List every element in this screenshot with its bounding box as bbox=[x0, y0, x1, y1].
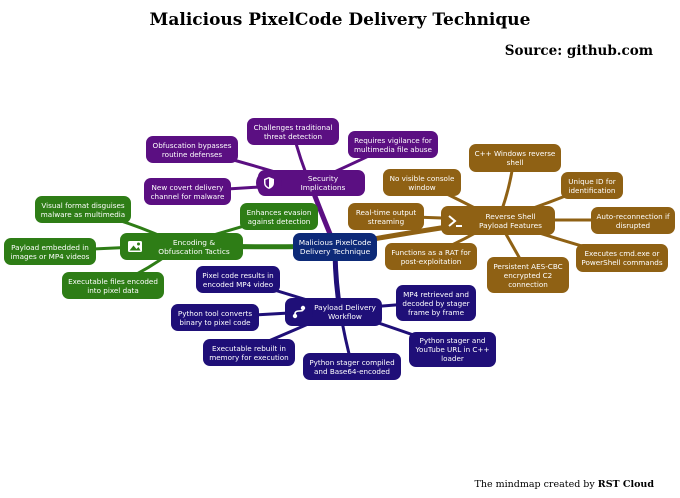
payload-child[interactable]: Pixel code results in encoded MP4 video bbox=[196, 266, 280, 293]
payload-child[interactable]: Executable rebuilt in memory for executi… bbox=[203, 339, 295, 366]
reverse-shell-child[interactable]: C++ Windows reverse shell bbox=[469, 144, 561, 172]
page-title: Malicious PixelCode Delivery Technique bbox=[149, 10, 531, 30]
payload-child[interactable]: Python stager compiled and Base64-encode… bbox=[303, 353, 401, 380]
payload-child[interactable]: Python stager and YouTube URL in C++ loa… bbox=[409, 332, 496, 367]
reverse-shell-child[interactable]: Functions as a RAT for post-exploitation bbox=[385, 243, 477, 270]
reverse-shell-child[interactable]: Real-time output streaming bbox=[348, 203, 424, 230]
shield-icon bbox=[256, 170, 282, 196]
security-child[interactable]: New covert delivery channel for malware bbox=[144, 178, 231, 205]
reverse-shell-child[interactable]: Persistent AES-CBC encrypted C2 connecti… bbox=[487, 257, 569, 293]
image-icon bbox=[121, 233, 149, 260]
reverse-shell-child[interactable]: Unique ID for identification bbox=[561, 172, 623, 199]
encoding-child[interactable]: Enhances evasion against detection bbox=[240, 203, 318, 230]
footer-credit: The mindmap created by RST Cloud bbox=[475, 479, 655, 490]
terminal-icon bbox=[441, 206, 469, 235]
payload-child[interactable]: MP4 retrieved and decoded by stager fram… bbox=[396, 285, 476, 321]
encoding-child[interactable]: Visual format disguises malware as multi… bbox=[35, 196, 131, 223]
reverse-shell-child[interactable]: Executes cmd.exe or PowerShell commands bbox=[576, 244, 668, 272]
reverse-shell-child[interactable]: No visible console window bbox=[383, 169, 461, 196]
encoding-child[interactable]: Payload embedded in images or MP4 videos bbox=[4, 238, 96, 265]
workflow-icon bbox=[285, 298, 313, 326]
security-child[interactable]: Requires vigilance for multimedia file a… bbox=[348, 131, 438, 158]
security-child[interactable]: Challenges traditional threat detection bbox=[247, 118, 339, 145]
footer-prefix: The mindmap created by bbox=[474, 479, 595, 490]
encoding-child[interactable]: Executable files encoded into pixel data bbox=[62, 272, 164, 299]
reverse-shell-child[interactable]: Auto-reconnection if disrupted bbox=[591, 207, 675, 234]
source-label: Source: github.com bbox=[504, 43, 653, 59]
center-node[interactable]: Malicious PixelCode Delivery Technique bbox=[293, 233, 377, 261]
footer-brand: RST Cloud bbox=[597, 479, 654, 490]
payload-child[interactable]: Python tool converts binary to pixel cod… bbox=[171, 304, 259, 331]
security-child[interactable]: Obfuscation bypasses routine defenses bbox=[146, 136, 238, 163]
